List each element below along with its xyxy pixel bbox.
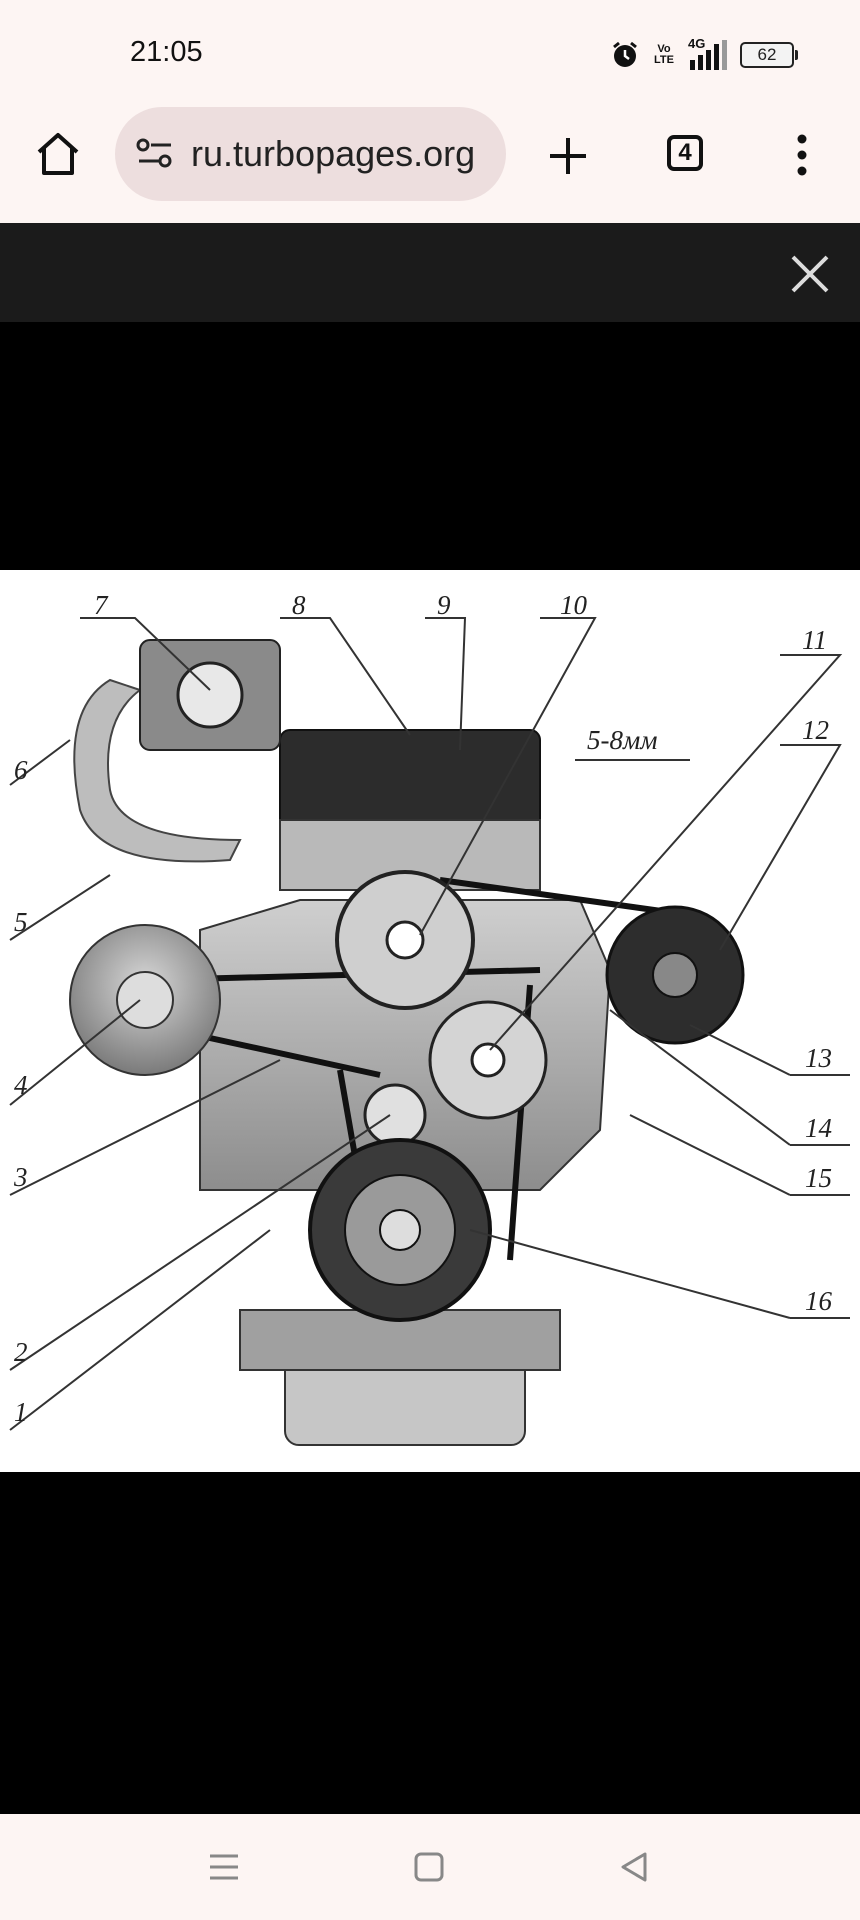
- callout-5-8mm: 5-8мм: [587, 725, 658, 755]
- callout-11: 11: [802, 625, 827, 655]
- home-icon[interactable]: [35, 132, 81, 176]
- new-tab-icon[interactable]: [547, 135, 589, 177]
- alarm-icon: [613, 41, 637, 67]
- callout-9: 9: [437, 590, 451, 620]
- back-icon[interactable]: [620, 1852, 648, 1882]
- battery-icon: 62: [740, 42, 798, 68]
- engine-drawing: [9, 617, 850, 1446]
- address-bar[interactable]: ru.turbopages.org: [115, 107, 506, 201]
- callout-7: 7: [94, 590, 108, 620]
- callout-8: 8: [292, 590, 306, 620]
- engine-diagram-image: 7 8 9 10 11 12 5-8мм 6 5 4 3 2 1 13 14 1…: [0, 570, 860, 1472]
- callout-16: 16: [805, 1286, 832, 1316]
- home-square-icon[interactable]: [414, 1852, 444, 1882]
- system-nav-bar: [0, 1814, 860, 1920]
- volte-icon: Vo LTE: [654, 43, 674, 66]
- close-icon[interactable]: [790, 254, 830, 294]
- callout-1: 1: [14, 1397, 28, 1427]
- more-icon[interactable]: [796, 134, 808, 176]
- tabs-button[interactable]: 4: [667, 135, 703, 171]
- callout-4: 4: [14, 1070, 28, 1100]
- callout-12: 12: [802, 715, 829, 745]
- overlay-bar: [0, 223, 860, 322]
- signal-icon: 4G: [688, 36, 728, 70]
- url-text[interactable]: ru.turbopages.org: [191, 133, 476, 174]
- callout-10: 10: [560, 590, 587, 620]
- site-settings-icon[interactable]: [135, 137, 175, 171]
- callout-5: 5: [14, 907, 28, 937]
- signal-label: 4G: [688, 36, 706, 51]
- signal-bars: [690, 40, 727, 70]
- callout-2: 2: [14, 1337, 28, 1367]
- callout-15: 15: [805, 1163, 832, 1193]
- callout-14: 14: [805, 1113, 832, 1143]
- status-icons: Vo LTE 4G 62: [610, 36, 798, 72]
- status-bar: 21:05 Vo LTE 4G 62: [0, 0, 860, 110]
- callout-13: 13: [805, 1043, 832, 1073]
- menu-icon[interactable]: [209, 1853, 239, 1881]
- status-time: 21:05: [130, 36, 203, 68]
- callout-6: 6: [14, 755, 28, 785]
- callout-3: 3: [14, 1162, 28, 1192]
